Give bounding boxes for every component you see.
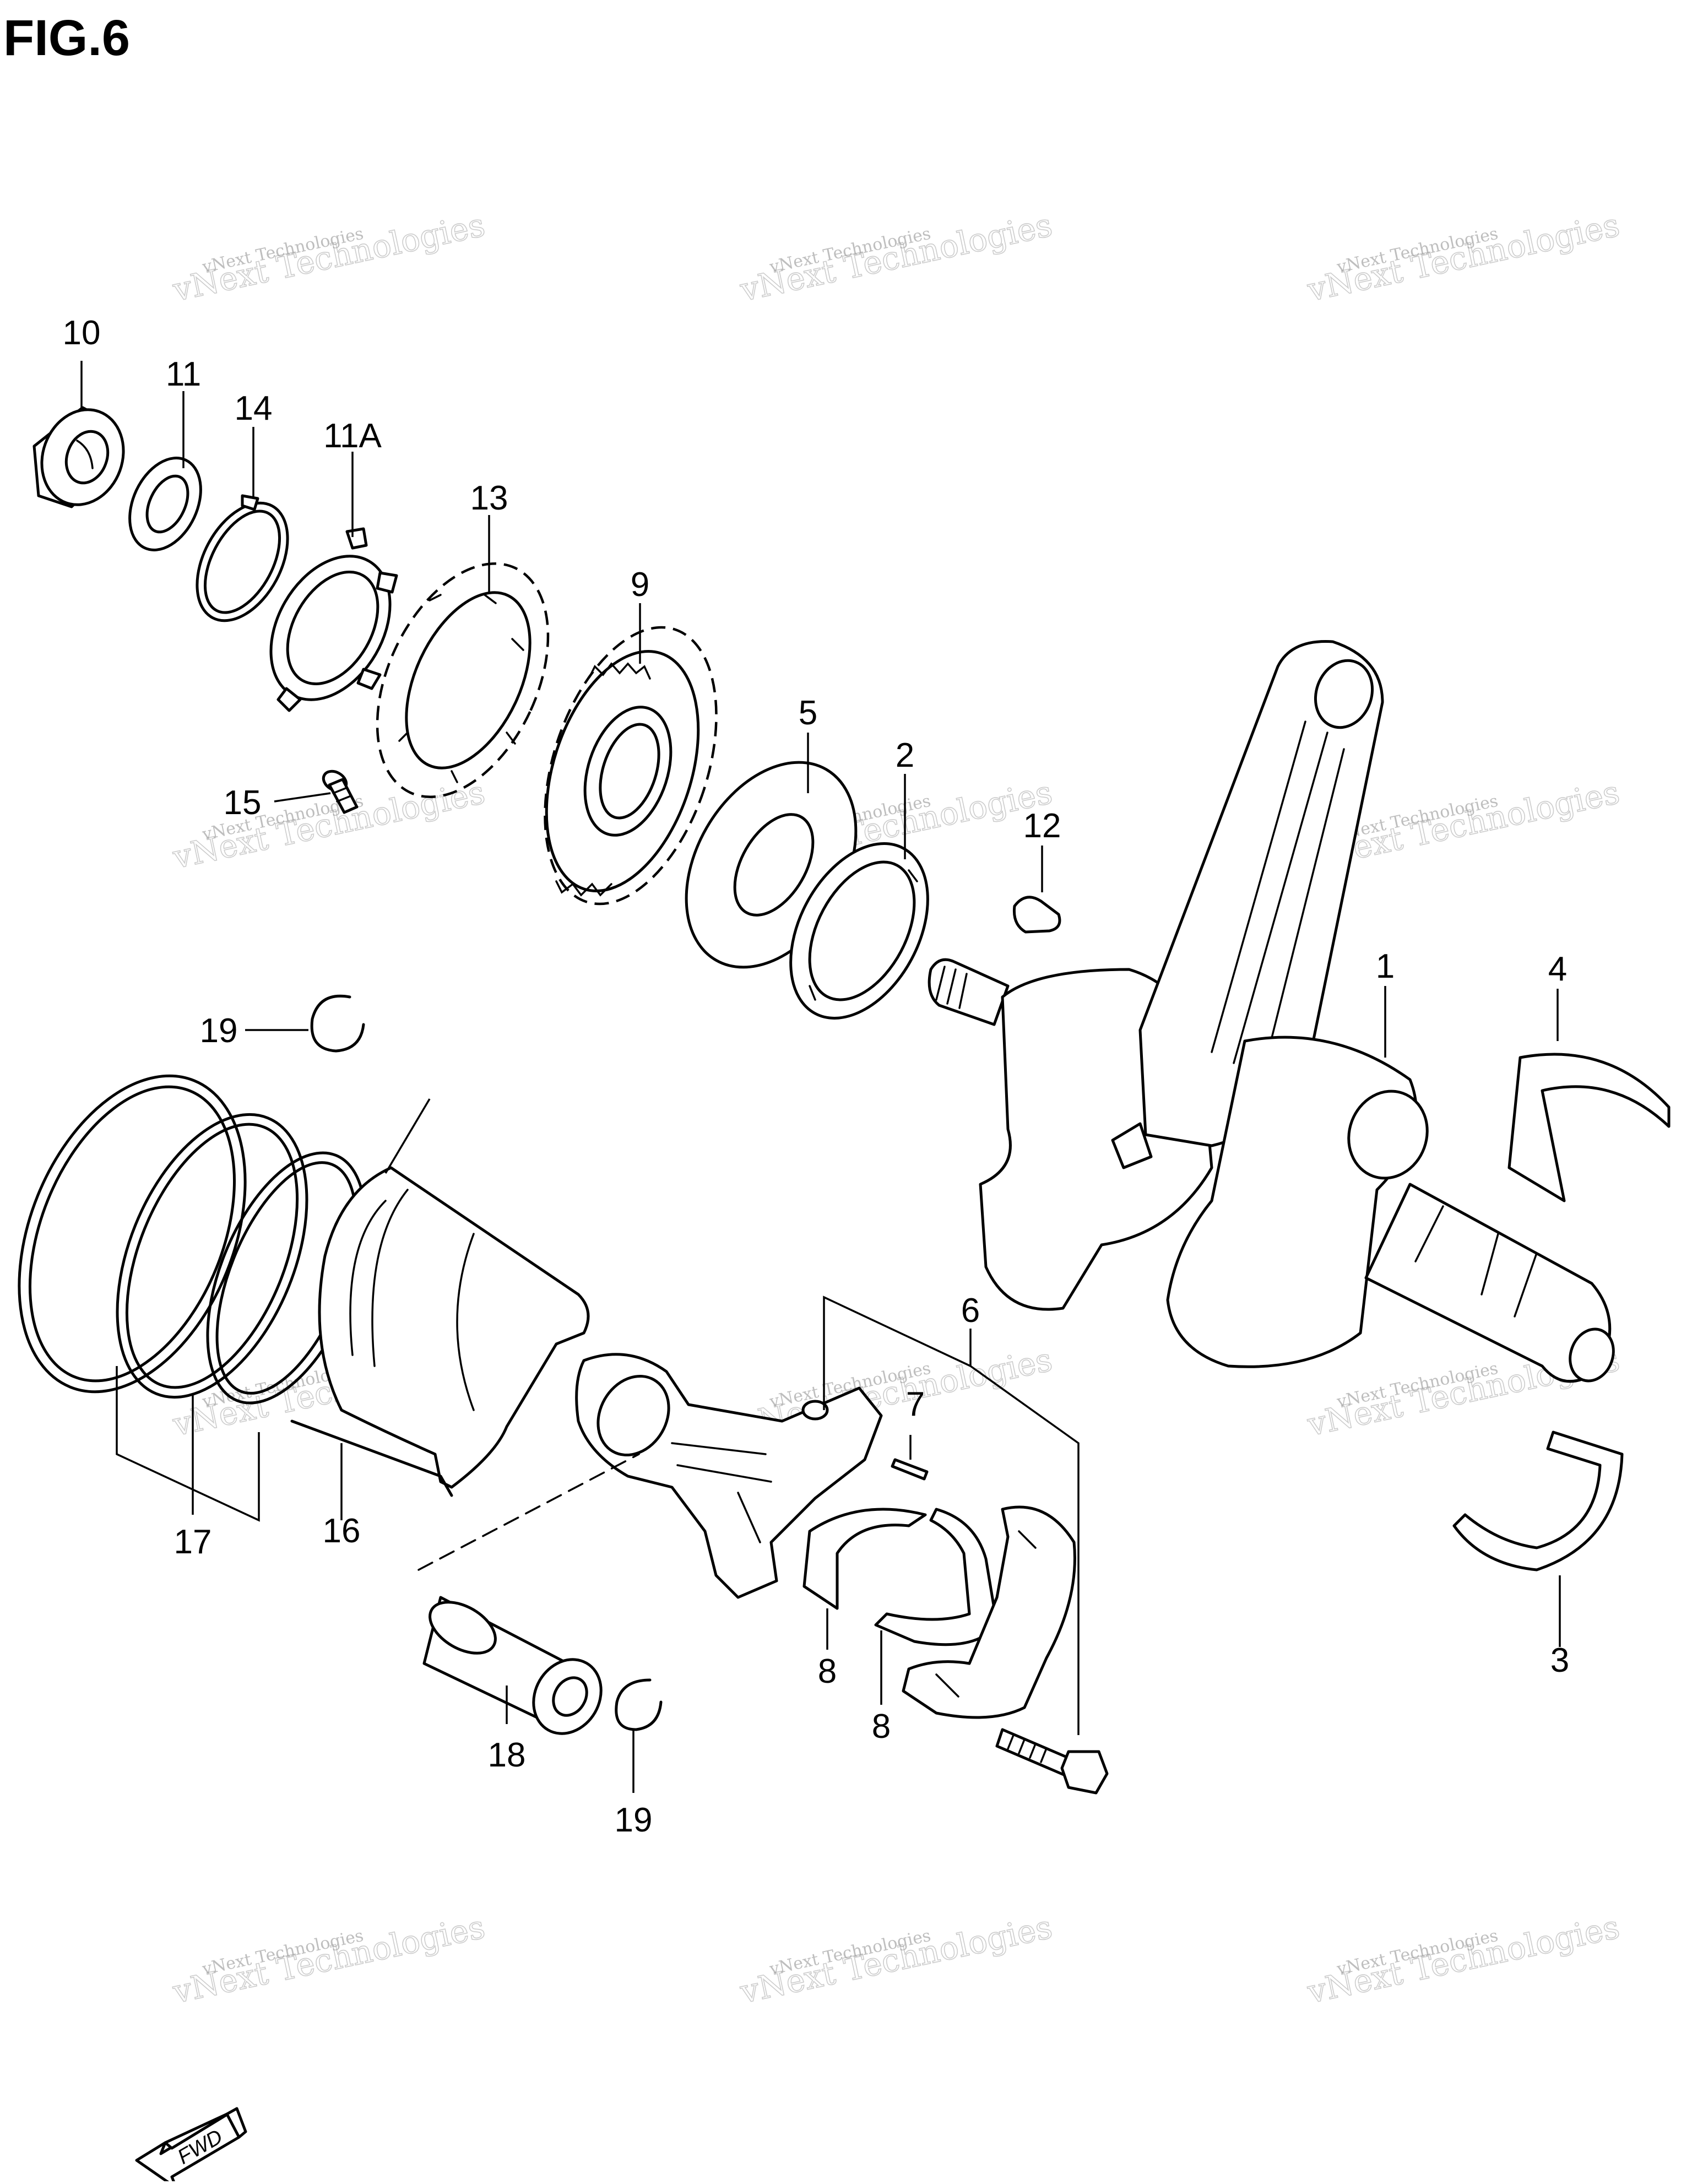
callout-19-upper: 19 xyxy=(200,1012,238,1050)
callout-13: 13 xyxy=(470,479,508,517)
part-16-piston xyxy=(290,1166,590,1497)
figure-title: FIG.6 xyxy=(3,10,130,66)
callout-19-lower: 19 xyxy=(615,1801,653,1839)
part-12-key xyxy=(1012,896,1061,934)
callout-9: 9 xyxy=(631,566,649,604)
callout-11: 11 xyxy=(166,355,201,393)
part-8-conrod-bearing-upper xyxy=(802,1508,927,1610)
part-6-conrod-cap xyxy=(902,1505,1076,1719)
part-8-conrod-bearing-lower xyxy=(874,1508,999,1646)
part-9-gear xyxy=(544,626,718,906)
part-2-bushing xyxy=(789,842,929,1020)
part-19-circlip-lower xyxy=(615,1678,663,1731)
callout-4: 4 xyxy=(1548,950,1567,988)
callout-5: 5 xyxy=(799,694,817,732)
part-11-washer xyxy=(128,457,202,551)
part-10-nut xyxy=(32,406,125,508)
callout-2: 2 xyxy=(896,736,914,774)
callout-3: 3 xyxy=(1550,1641,1569,1679)
part-11A-lock-washer xyxy=(269,527,398,712)
part-13-sensor-rotor xyxy=(376,562,550,799)
part-4-main-bearing-upper xyxy=(1507,1053,1671,1202)
callout-14: 14 xyxy=(235,389,273,427)
callout-16: 16 xyxy=(323,1512,361,1550)
part-7-dowel-pin xyxy=(891,1458,929,1481)
callout-8-right: 8 xyxy=(872,1708,891,1746)
part-1-crankshaft xyxy=(928,640,1615,1383)
part-14-circlip xyxy=(196,494,289,622)
callout-18: 18 xyxy=(488,1736,526,1774)
callout-1: 1 xyxy=(1376,947,1395,985)
callout-6: 6 xyxy=(961,1292,980,1330)
callout-7: 7 xyxy=(906,1385,925,1423)
callout-10: 10 xyxy=(63,314,101,352)
callout-labels: 10 11 14 11A 13 9 5 2 12 15 1 4 19 6 7 3… xyxy=(63,314,1570,1839)
part-6-conrod-bolt xyxy=(995,1728,1109,1795)
callout-12: 12 xyxy=(1023,807,1061,845)
part-19-circlip-upper xyxy=(310,994,365,1053)
leader-lines xyxy=(80,361,1561,1793)
callout-15: 15 xyxy=(224,784,262,822)
callout-11A: 11A xyxy=(323,417,382,455)
part-3-main-bearing-lower xyxy=(1452,1430,1624,1571)
part-18-piston-pin xyxy=(422,1596,603,1735)
callout-17: 17 xyxy=(174,1523,212,1561)
part-6-connecting-rod xyxy=(417,1353,883,1599)
callout-8-left: 8 xyxy=(818,1652,837,1690)
part-15-screw xyxy=(322,769,359,814)
forward-direction-arrow: FWD xyxy=(135,2107,247,2184)
